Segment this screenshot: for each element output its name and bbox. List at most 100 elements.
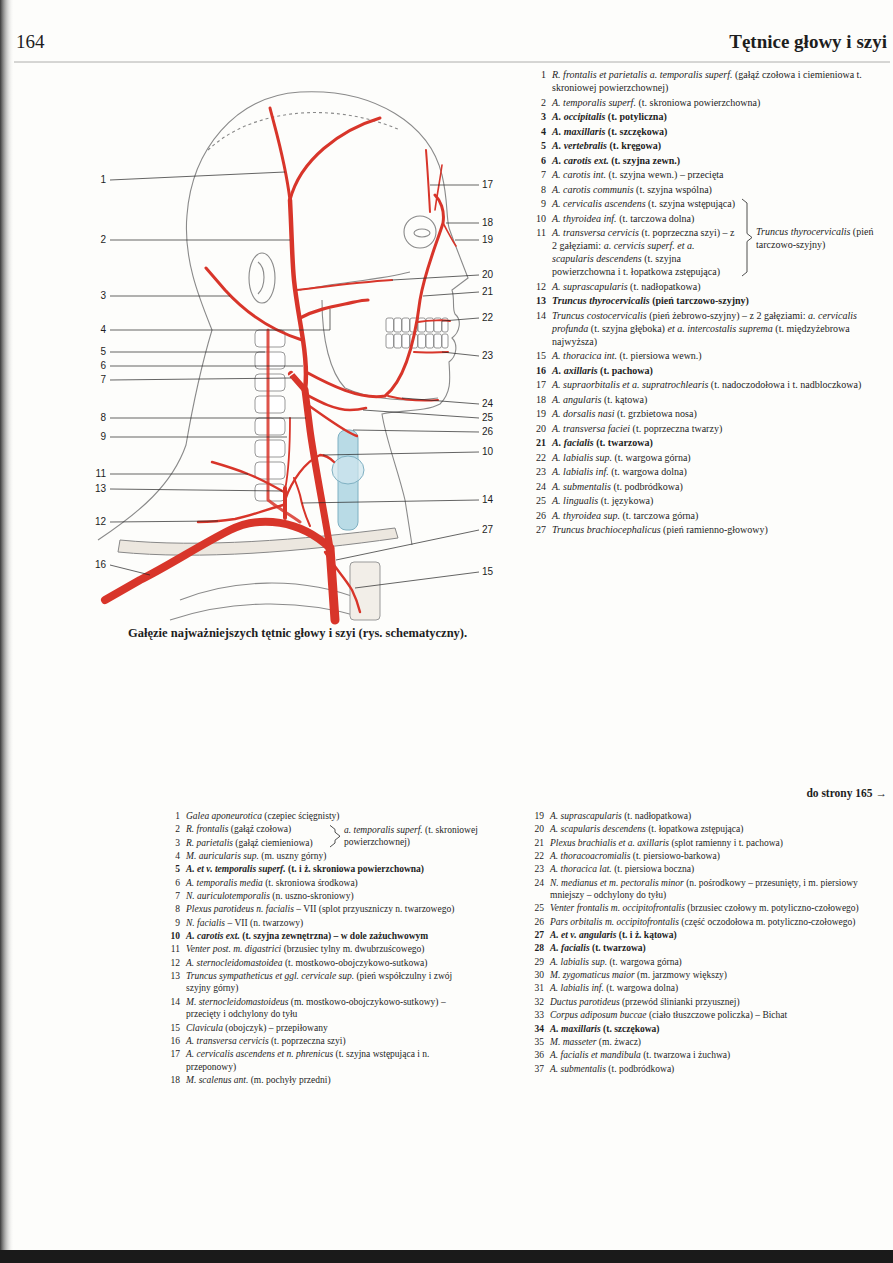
text-run: (t. twarzowa i żuchwa) [643,1050,730,1060]
list-number: 11 [528,226,546,239]
text-run: A. transversa cervicis [186,1036,271,1046]
list-entry: A. thoracoacromialis (t. piersiowo-barko… [550,850,885,862]
text-run: (t. nadłopatkowa) [624,811,691,821]
leader-lines-part [446,223,479,224]
arteries [105,108,456,620]
text-run: M. scalenus ant. [186,1075,251,1085]
list-number: 26 [524,916,544,928]
list-entry: A. labialis inf. (t. wargowa dolna) [550,982,885,994]
leader-lines-part [110,437,287,438]
list-number: 23 [528,465,546,478]
list-entry: Galea aponeurotica (czepiec ścięgnisty) [186,810,471,822]
arteries-part [308,405,357,436]
text-run: (część oczodołowa m. potyliczno-czołoweg… [681,917,855,927]
list-entry: A. vertebralis (t. kręgowa) [552,139,884,152]
arteries-part [206,268,302,340]
list-entry: A. et v. temporalis superf. (t. i ż. skr… [186,863,471,875]
text-run: A. angularis [552,394,604,405]
text-run: A. labialis inf. [552,466,611,477]
text-run: A. carotis int. [552,169,609,180]
leader-lines-part [363,410,479,418]
text-run: (pień tarczowo-szyjny) [652,295,749,306]
list-entry: A. axillaris (t. pachowa) [552,364,884,377]
text-run: (t. skroniowa powierzchowna) [638,97,760,108]
text-run: (t. szyjna zewn.) [611,155,680,166]
text-run: (t. poprzeczna szyi) [641,227,720,238]
list-entry: Truncus costocervicalis (pień żebrowo-sz… [552,309,884,348]
list-number: 1 [528,68,546,81]
text-run: A. et v. temporalis superf. [186,864,288,874]
text-run: (t. poprzeczna szyi) [271,1036,346,1046]
callout-number: 5 [76,345,106,359]
clavicle-part [350,562,380,620]
skeleton-part [249,253,275,303]
callout-number: 26 [482,425,493,439]
text-run: Truncus thyrocervicalis [552,295,652,306]
teeth-part [402,334,410,348]
leader-lines-part [355,572,479,588]
list-entry: Ductus parotideus (przewód ślinianki prz… [550,996,885,1008]
text-run: (t. kątowa) [604,394,647,405]
text-run: A. thyroidea sup. [552,510,622,521]
list-entry: A. transversa cervicis (t. poprzeczna sz… [552,226,737,278]
text-run: N. auriculotemporalis [186,891,272,901]
text-run: A. thoracoacromialis [550,851,633,861]
list-number: 24 [524,877,544,889]
text-run: A. carotis communis [552,184,636,195]
arteries-part [105,522,330,600]
list-number: 20 [524,823,544,835]
text-run: (m. mostkowo-obojczykowo-sutkowy) [291,997,439,1007]
text-run: (t. poprzeczna twarzy) [633,423,723,434]
list-entry: A. cervicalis ascendens et n. phrenicus … [186,1048,471,1073]
callout-number: 10 [482,445,493,459]
leader-lines-part [110,418,306,419]
list-number: 29 [524,956,544,968]
list-number: 33 [524,1009,544,1021]
arteries-part [443,223,456,246]
list-number: 21 [524,837,544,849]
text-run: M. sternocleidomastoideus [186,997,291,1007]
text-run: Clavicula [186,1023,225,1033]
callout-number: 7 [76,373,106,387]
text-run: A. facialis [550,943,592,953]
leader-lines [110,172,479,588]
list-entry: A. maxillaris (t. szczękowa) [552,125,884,138]
leader-lines-part [110,296,230,297]
skeleton-part [300,92,468,545]
list-number: 25 [528,494,546,507]
list-number: 10 [528,212,546,225]
page-chrome-part [0,1250,893,1263]
bracket-note: Truncus thyrocervicalis (pień tarczowo-s… [756,225,888,251]
vertebrae-part [255,352,285,369]
list-entry: Pars orbitalis m. occipitofrontalis (czę… [550,916,885,928]
list-number: 19 [528,407,546,420]
text-run: (t. grzbietowa nosa) [617,408,697,419]
list-number: 37 [524,1063,544,1075]
teeth-part [434,334,442,348]
list-entry: A. carotis communis (t. szyjna wspólna) [552,183,884,196]
callout-number: 14 [482,493,493,507]
teeth-part [386,318,394,332]
list-entry: A. labialis sup. (t. wargowa górna) [552,451,884,464]
list-entry: A. angularis (t. kątowa) [552,393,884,406]
teeth-part [394,318,402,332]
text-run: (t. tarczowa dolna) [619,213,694,224]
list-entry: A. facialis et mandibula (t. twarzowa i … [550,1049,885,1061]
callout-number: 18 [482,216,493,230]
text-run: A. sternocleidomastoidea [186,958,285,968]
leader-lines-part [110,474,248,475]
list-number: 17 [528,378,546,391]
list-entry: M. sternocleidomastoideus (m. mostkowo-o… [186,996,471,1021]
callout-number: 1 [76,173,106,187]
text-run: (m. żwacz) [599,1037,641,1047]
leader-lines-part [442,318,479,321]
arteries-cut [288,371,296,377]
list-entry: A. suprascapularis (t. nadłopatkowa) [552,280,884,293]
arteries-part [325,552,360,612]
list-entry: A. cervicalis ascendens (t. szyjna wstęp… [552,197,737,210]
list-entry: N. facialis – VII (n. twarzowy) [186,917,471,929]
text-run: Truncus costocervicalis [552,310,649,321]
list-entry: A. labialis sup. (t. wargowa górna) [550,956,885,968]
list-entry: A. maxillaris (t. szczękowa) [550,1023,885,1035]
list-number: 13 [160,970,180,982]
